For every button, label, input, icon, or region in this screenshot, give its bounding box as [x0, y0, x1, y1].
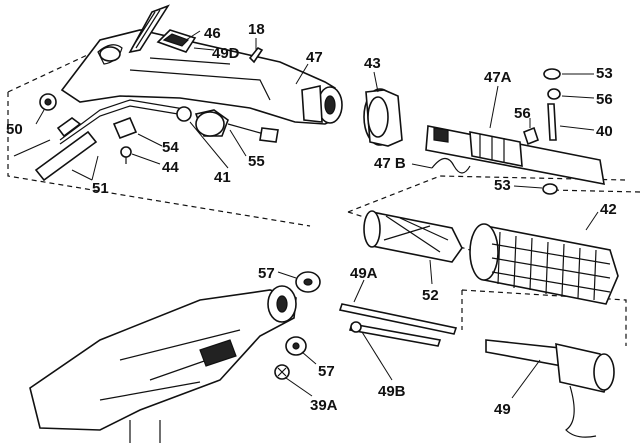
clip-49d — [156, 29, 197, 53]
label-51: 51 — [92, 180, 109, 197]
rubber-grip-42 — [469, 223, 619, 305]
screw-44 — [120, 146, 132, 164]
label-55: 55 — [248, 153, 265, 170]
screw-39a — [274, 364, 290, 380]
label-42: 42 — [600, 201, 617, 218]
stop-switch-49 — [485, 339, 615, 438]
label-39a: 39A — [310, 397, 338, 414]
label-56-right: 56 — [596, 91, 613, 108]
label-54: 54 — [162, 139, 179, 156]
label-49b: 49B — [378, 383, 406, 400]
part-labels: 46 49D 18 47 43 47A 53 56 56 40 50 54 44… — [6, 21, 617, 418]
label-49: 49 — [494, 401, 511, 418]
spring-47b — [431, 157, 471, 174]
label-53-top: 53 — [596, 65, 613, 82]
label-52: 52 — [422, 287, 439, 304]
label-44: 44 — [162, 159, 179, 176]
cables-49a-49b — [338, 303, 458, 347]
throttle-link-41-55 — [176, 106, 279, 143]
friction-ring-43 — [363, 88, 403, 147]
label-18: 18 — [248, 21, 265, 38]
pin-18 — [248, 46, 264, 64]
washers-57 — [285, 271, 321, 356]
leader-lines — [35, 30, 599, 399]
label-53-bottom: 53 — [494, 177, 511, 194]
label-57-top: 57 — [258, 265, 275, 282]
swivel-bracket — [29, 285, 297, 443]
tiller-arm-housing — [60, 29, 343, 125]
label-47a: 47A — [484, 69, 512, 86]
label-46: 46 — [204, 25, 221, 42]
label-41: 41 — [214, 169, 231, 186]
label-49d: 49D — [212, 45, 240, 62]
label-43: 43 — [364, 55, 381, 72]
label-47: 47 — [306, 49, 323, 66]
small-parts-53-56-40 — [523, 68, 561, 195]
throttle-shaft-47a — [425, 125, 605, 186]
cable-assembly — [13, 93, 191, 182]
label-47b: 47 B — [374, 155, 406, 172]
label-50: 50 — [6, 121, 23, 138]
label-56-left: 56 — [514, 105, 531, 122]
label-40: 40 — [596, 123, 613, 140]
label-57-bottom: 57 — [318, 363, 335, 380]
screw-46 — [128, 4, 170, 54]
label-49a: 49A — [350, 265, 378, 282]
grip-core-52 — [363, 210, 463, 263]
plate-54 — [112, 116, 138, 140]
